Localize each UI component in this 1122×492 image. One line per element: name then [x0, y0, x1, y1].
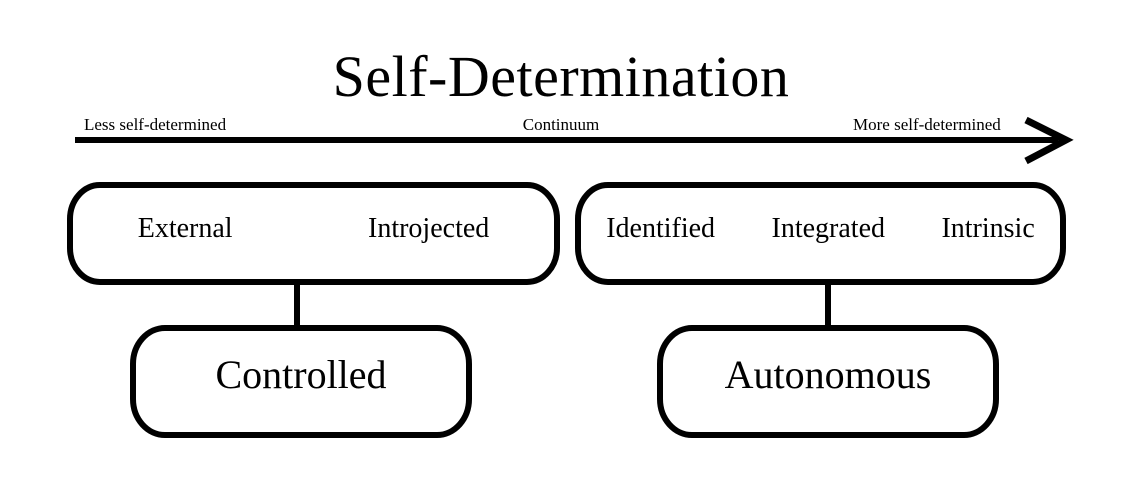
diagram-subtitle: Continuum	[522, 115, 600, 134]
controlled-summary-box	[130, 325, 472, 438]
summary-label-autonomous: Autonomous	[724, 352, 932, 397]
autonomous-summary-box	[657, 325, 999, 438]
controlled-regulations-row: External Introjected	[70, 213, 557, 245]
autonomous-regulations-box	[575, 182, 1066, 285]
diagram-title: Self-Determination	[332, 44, 790, 109]
continuum-arrow	[75, 116, 1074, 165]
regulation-integrated: Integrated	[771, 213, 886, 244]
regulation-introjected: Introjected	[368, 213, 490, 244]
regulation-intrinsic: Intrinsic	[941, 213, 1035, 244]
regulation-identified: Identified	[606, 213, 716, 244]
regulation-external: External	[137, 213, 233, 244]
summary-label-controlled: Controlled	[215, 352, 387, 397]
autonomous-regulations-row: Identified Integrated Intrinsic	[578, 213, 1063, 245]
axis-label-less-self-determined: Less self-determined	[84, 115, 227, 134]
axis-label-more-self-determined: More self-determined	[853, 115, 1001, 134]
continuum-arrowhead-icon	[1024, 116, 1074, 165]
controlled-regulations-box	[67, 182, 560, 285]
